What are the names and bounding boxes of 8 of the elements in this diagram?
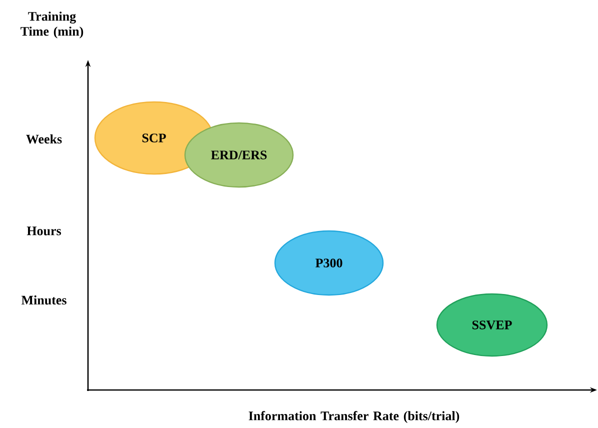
axis-title: Training Time (min) bbox=[20, 12, 84, 38]
ellipse-node: P300 bbox=[274, 230, 384, 296]
tick-label: Minutes bbox=[21, 295, 66, 305]
ellipse-node: SSVEP bbox=[436, 293, 548, 357]
axis-title: Information Transfer Rate (bits/trial) bbox=[248, 411, 460, 423]
tick-label: Hours bbox=[26, 226, 62, 236]
tick-label: Weeks bbox=[26, 134, 62, 144]
ellipse-node: ERD/ERS bbox=[184, 122, 294, 188]
